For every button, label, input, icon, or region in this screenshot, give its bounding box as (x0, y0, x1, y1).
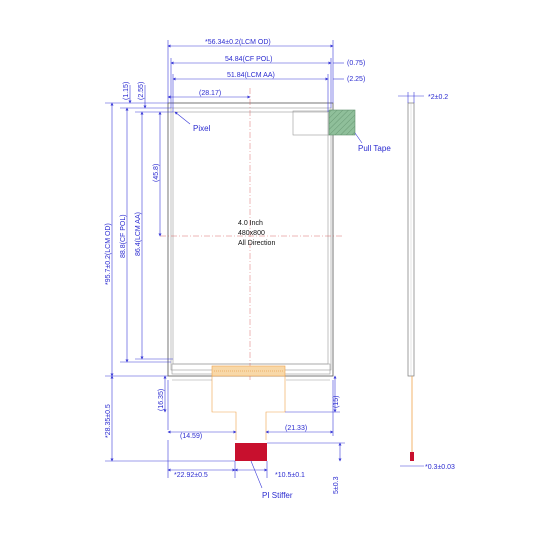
dim-top-115: (1.15) (123, 82, 130, 100)
dim-thickness: *2±0.2 (428, 94, 448, 101)
pi-stiffener (235, 443, 267, 461)
dim-offset-225: (2.25) (347, 76, 365, 83)
pixel-callout: Pixel (174, 111, 211, 133)
top-dimensions: *56.34±0.2(LCM OD) 54.84(CF POL) 51.84(L… (167, 39, 365, 112)
dim-fpc-2292: *22.92±0.5 (174, 472, 208, 479)
dim-fpc-1635: (16.35) (158, 389, 165, 411)
dim-lcm-od-width: *56.34±0.2(LCM OD) (205, 39, 271, 46)
fpc-dimensions: (15) (14.59) (21.33) *22.92±0.5 *10.5±0.… (167, 375, 345, 494)
pull-tape-hatch (329, 110, 355, 135)
dim-fpc-length: *28.35±0.5 (105, 404, 112, 438)
dim-fpc-2133: (21.33) (285, 425, 307, 432)
pull-tape-label: Pull Tape (358, 144, 391, 153)
pull-tape: Pull Tape (292, 109, 391, 153)
dim-lcm-aa-width: 51.84(LCM AA) (227, 72, 275, 79)
panel-size-text: 4.0 Inch (238, 220, 263, 227)
dim-center-458: (45.8) (153, 164, 160, 182)
panel-spec-text: 4.0 Inch 480x800 All Direction (238, 220, 275, 247)
pixel-label: Pixel (193, 124, 211, 133)
dim-fpc-width: *10.5±0.1 (275, 472, 305, 479)
left-dimensions: (1.15) (2.55) (45.8) *95.7±0.2(LCM OD) 8… (105, 82, 235, 462)
panel-resolution-text: 480x800 (238, 230, 265, 237)
fpc-tail-outline (211, 376, 286, 440)
dim-lcm-od-height: *95.7±0.2(LCM OD) (105, 223, 112, 285)
dim-half-width: (28.17) (199, 90, 221, 97)
pull-tape-leader (354, 132, 363, 144)
dim-cf-pol-width: 54.84(CF POL) (225, 56, 272, 63)
pull-tape-outline (292, 110, 330, 136)
pixel-leader (174, 111, 191, 125)
side-view: *2±0.2 *0.3±0.03 (398, 92, 455, 471)
panel-direction-text: All Direction (238, 240, 275, 247)
side-view-stiffener (410, 452, 414, 461)
dim-fpc-1459: (14.59) (180, 433, 202, 440)
dim-fpc-15: (15) (333, 396, 340, 408)
fpc-assembly: PI Stiffer (172, 365, 330, 500)
pi-stiffer-label: PI Stiffer (262, 491, 293, 500)
dim-top-255: (2.55) (138, 82, 145, 100)
lcm-aa-outline (172, 111, 329, 365)
pi-stiffer-leader (250, 460, 263, 489)
dim-cf-pol-height: 88.8(CF POL) (120, 214, 127, 258)
dim-lcm-aa-height: 86.4(LCM AA) (135, 212, 142, 256)
dim-offset-075: (0.75) (347, 60, 365, 67)
dim-fpc-thickness: *0.3±0.03 (425, 464, 455, 471)
cf-pol-outline (170, 107, 332, 371)
dim-fpc-5: 5±0.3 (333, 476, 340, 494)
